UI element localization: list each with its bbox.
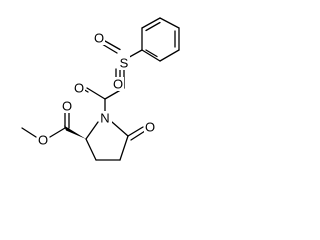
sulfonyl-oxygen-left-label: O: [94, 31, 104, 46]
sulfonyl-oxygen-bottom-label: O: [113, 77, 123, 92]
stereo-wedge-bond: [64, 125, 86, 139]
lactam-oxygen-label: O: [145, 120, 155, 135]
atom-s: S: [118, 56, 130, 71]
atom-o-lactam: O: [144, 120, 156, 135]
ester-carbonyl-oxygen-label: O: [62, 99, 72, 114]
phenyl-ring: [141, 17, 180, 62]
molecule-diagram: S O O O N O O O: [21, 17, 180, 161]
pyrrolidinone-ring: [85, 121, 146, 161]
atom-o-sulfonyl-bottom: O: [112, 77, 124, 92]
atom-o-ester-carbonyl: O: [61, 99, 73, 114]
atom-o-ester: O: [37, 133, 49, 148]
ester-oxygen-label: O: [38, 133, 48, 148]
sulfur-label: S: [120, 56, 129, 71]
nitrogen-label: N: [100, 111, 109, 126]
amide-oxygen-label: O: [74, 81, 84, 96]
ester-bonds: [21, 110, 70, 138]
acyl-bonds: [81, 87, 125, 113]
atom-o-sulfonyl-left: O: [93, 31, 105, 46]
atom-n: N: [99, 111, 112, 126]
atom-o-amide: O: [73, 81, 85, 96]
